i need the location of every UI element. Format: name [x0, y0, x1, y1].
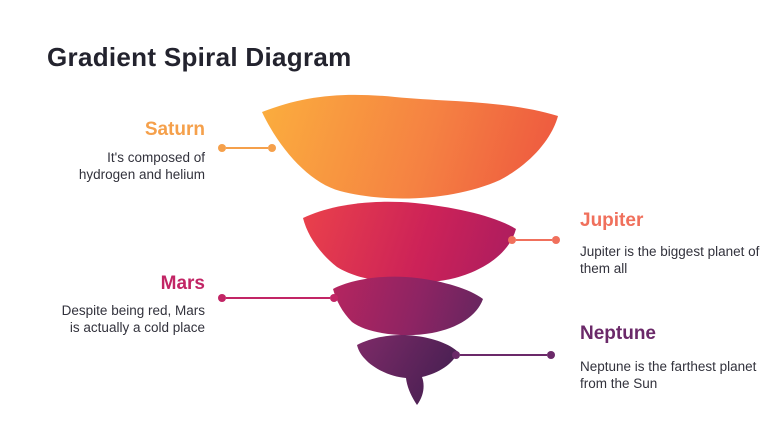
mars-connector: [218, 294, 338, 302]
jupiter-connector: [508, 236, 560, 244]
callout-saturn: Saturn It's composed of hydrogen and hel…: [55, 119, 205, 183]
jupiter-label: Jupiter: [580, 210, 644, 231]
spiral-band-mars: [333, 276, 483, 336]
jupiter-connector-dot-inner: [508, 236, 516, 244]
callout-neptune: Neptune Neptune is the farthest planet f…: [580, 323, 765, 392]
spiral-band-saturn: [262, 94, 558, 199]
mars-description: Despite being red, Mars is actually a co…: [61, 303, 205, 335]
mars-connector-dot-inner: [330, 294, 338, 302]
saturn-description: It's composed of hydrogen and helium: [78, 150, 205, 182]
saturn-connector: [218, 144, 276, 152]
saturn-connector-dot-inner: [268, 144, 276, 152]
saturn-connector-dot-outer: [218, 144, 226, 152]
mars-label: Mars: [160, 273, 205, 294]
page-title: Gradient Spiral Diagram: [47, 42, 352, 72]
callout-mars: Mars Despite being red, Mars is actually…: [53, 273, 205, 336]
neptune-connector-dot-inner: [452, 351, 460, 359]
spiral-band-jupiter: [303, 201, 516, 284]
mars-connector-dot-outer: [218, 294, 226, 302]
saturn-label: Saturn: [144, 119, 205, 140]
jupiter-connector-dot-outer: [552, 236, 560, 244]
callout-jupiter: Jupiter Jupiter is the biggest planet of…: [580, 210, 765, 277]
jupiter-description: Jupiter is the biggest planet of them al…: [580, 244, 760, 276]
neptune-connector: [452, 351, 555, 359]
neptune-connector-dot-outer: [547, 351, 555, 359]
spiral-band-neptune: [357, 335, 458, 405]
neptune-label: Neptune: [580, 323, 656, 344]
neptune-description: Neptune is the farthest planet from the …: [580, 359, 757, 391]
